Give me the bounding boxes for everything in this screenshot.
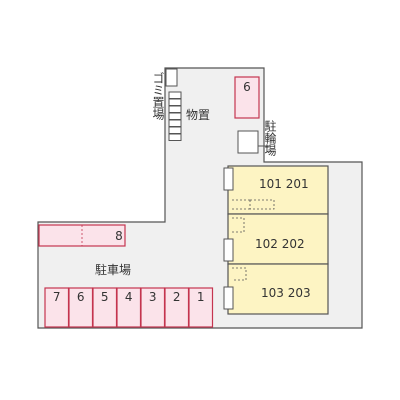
unit-label-3: 103 203 [261,286,311,300]
parking-space-6-top [234,76,260,119]
parking-space-5-number: 5 [101,290,109,304]
parking-space-6-number: 6 [77,290,85,304]
parking-space-1 [188,287,214,328]
trash-area [165,68,178,87]
dashed-guide-1 [232,199,275,210]
label-chushajo: 駐車場 [95,262,131,277]
parking-space-2-number: 2 [173,290,181,304]
parking-space-3-number: 3 [149,290,157,304]
parking-space-4-number: 4 [125,290,133,304]
entrance-3 [223,286,234,310]
dashed-guide-2 [232,217,245,233]
parking-space-7-number: 7 [53,290,61,304]
parking-space-8: 8 [38,224,126,247]
entrance-1 [223,167,234,191]
parking-space-1-number: 1 [197,290,205,304]
entrance-2 [223,238,234,262]
parking-space-8-number: 8 [115,229,123,243]
parking-spaces-row: 7 6 5 4 3 2 1 [44,287,214,328]
unit-row-1 [227,165,329,215]
unit-row-2 [227,213,329,265]
label-gomi-okiba: ゴミ置場 [151,71,165,121]
unit-row-3 [227,263,329,315]
parking-space-6-top-number: 6 [243,80,251,94]
apartment-building: 101 201 102 202 103 203 [223,165,329,315]
dashed-guide-3 [232,267,247,281]
bicycle-parking-box [237,130,259,154]
unit-label-1: 101 201 [259,177,309,191]
label-monooki: 物置 [186,108,210,122]
label-churinjo: 駐輪場 [263,119,277,157]
unit-label-2: 102 202 [255,237,305,251]
storage-shed [168,91,182,141]
